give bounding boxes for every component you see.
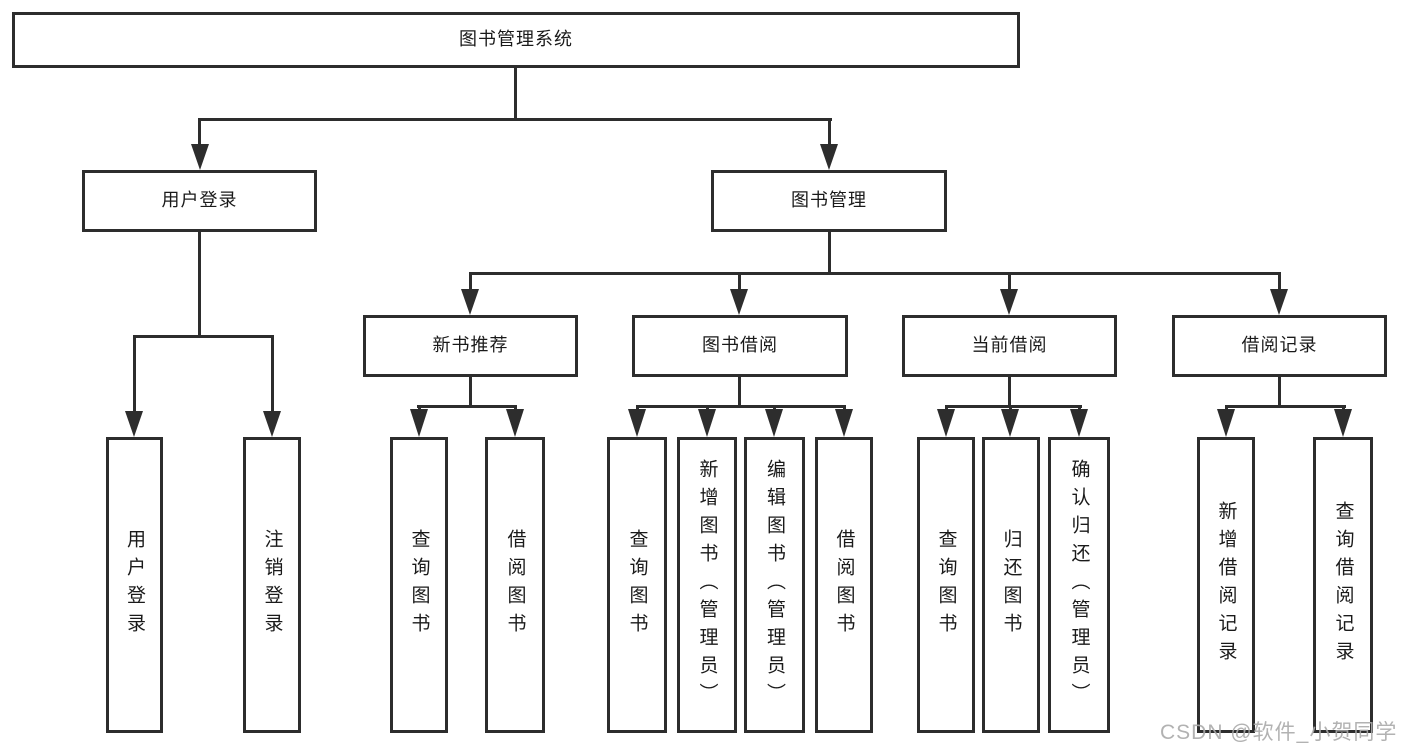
arrowhead-newbook-query: [410, 409, 428, 437]
connector-currentborrow-hline: [945, 405, 1082, 408]
arrowhead-bb-add: [698, 409, 716, 437]
leaf-user-login: 用户登录: [106, 437, 163, 733]
arrowhead-rec-add: [1217, 409, 1235, 437]
connector-newbook-vline: [469, 377, 472, 405]
node-new-book-recommend: 新书推荐: [363, 315, 578, 377]
leaf-logout: 注销登录: [243, 437, 301, 733]
leaf-bookborrow-edit-books-admin: 编辑图书（管理员）: [744, 437, 805, 733]
arrowhead-new-book: [461, 289, 479, 315]
connector-root-vline: [514, 68, 517, 118]
arrowhead-rec-query: [1334, 409, 1352, 437]
leaf-records-add-borrow-record: 新增借阅记录: [1197, 437, 1255, 733]
csdn-watermark: CSDN @软件_小贺同学: [1160, 721, 1398, 744]
node-user-login: 用户登录: [82, 170, 317, 232]
connector-stem-current-borrow: [1008, 275, 1011, 290]
connector-userlogin-hline: [133, 335, 274, 338]
connector-stem-new-book: [469, 275, 472, 290]
leaf-bookborrow-borrow-books: 借阅图书: [815, 437, 873, 733]
connector-currentborrow-vline: [1008, 377, 1011, 405]
leaf-currentborrow-return-books: 归还图书: [982, 437, 1040, 733]
arrowhead-cb-confirm: [1070, 409, 1088, 437]
arrowhead-user-login: [191, 144, 209, 170]
arrowhead-bb-edit: [765, 409, 783, 437]
arrowhead-book-management: [820, 144, 838, 170]
connector-stem-book-management: [828, 121, 831, 145]
leaf-newbook-query-books: 查询图书: [390, 437, 448, 733]
connector-stem-borrow-records: [1278, 275, 1281, 290]
arrowhead-book-borrow: [730, 289, 748, 315]
connector-bookmgmt-hline: [469, 272, 1281, 275]
arrowhead-borrow-records: [1270, 289, 1288, 315]
leaf-newbook-borrow-books: 借阅图书: [485, 437, 545, 733]
connector-bookborrow-hline: [636, 405, 846, 408]
arrowhead-bb-borrow: [835, 409, 853, 437]
node-borrow-records: 借阅记录: [1172, 315, 1387, 377]
connector-stem-leaf-user-login: [133, 338, 136, 411]
connector-newbook-hline: [417, 405, 517, 408]
leaf-currentborrow-confirm-return-admin: 确认归还（管理员）: [1048, 437, 1110, 733]
arrowhead-leaf-logout: [263, 411, 281, 437]
arrowhead-current-borrow: [1000, 289, 1018, 315]
connector-root-hline: [198, 118, 832, 121]
connector-records-vline: [1278, 377, 1281, 405]
node-current-borrow: 当前借阅: [902, 315, 1117, 377]
leaf-bookborrow-query-books: 查询图书: [607, 437, 667, 733]
arrowhead-leaf-user-login: [125, 411, 143, 437]
connector-bookborrow-vline: [738, 377, 741, 405]
node-library-management-system: 图书管理系统: [12, 12, 1020, 68]
leaf-records-query-borrow-record: 查询借阅记录: [1313, 437, 1373, 733]
arrowhead-cb-return: [1001, 409, 1019, 437]
connector-stem-leaf-logout: [271, 338, 274, 411]
leaf-bookborrow-add-books-admin: 新增图书（管理员）: [677, 437, 737, 733]
arrowhead-bb-query: [628, 409, 646, 437]
connector-stem-book-borrow: [738, 275, 741, 290]
node-book-borrow: 图书借阅: [632, 315, 848, 377]
connector-bookmgmt-vline: [828, 232, 831, 272]
node-book-management: 图书管理: [711, 170, 947, 232]
arrowhead-newbook-borrow: [506, 409, 524, 437]
arrowhead-cb-query: [937, 409, 955, 437]
leaf-currentborrow-query-books: 查询图书: [917, 437, 975, 733]
connector-userlogin-vline: [198, 232, 201, 335]
connector-records-hline: [1225, 405, 1346, 408]
connector-stem-user-login: [198, 121, 201, 145]
